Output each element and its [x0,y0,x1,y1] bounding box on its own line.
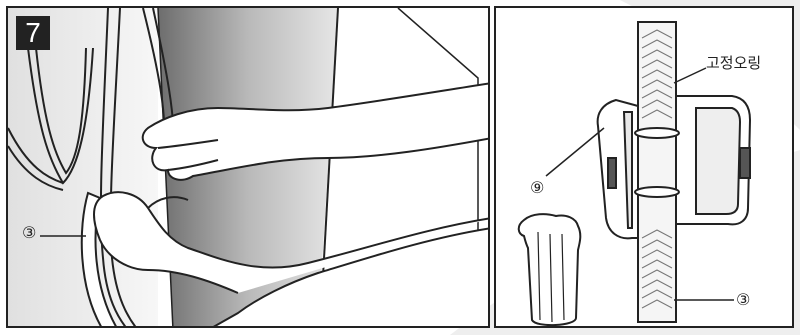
panel-step-illustration: 7 [6,6,490,328]
callout-marker-9: ⑨ [530,178,544,197]
vertical-strap [638,22,676,322]
callout-marker-3-right: ③ [736,290,750,309]
callout-marker-3: ③ [22,223,36,242]
callout-leader-left [8,8,490,328]
end-cap [519,214,581,325]
label-fixing-ring: 고정오링 [706,52,761,73]
panel-detail-illustration: 고정오링 ⑨ ③ [494,6,794,328]
step-number-badge: 7 [16,16,50,50]
